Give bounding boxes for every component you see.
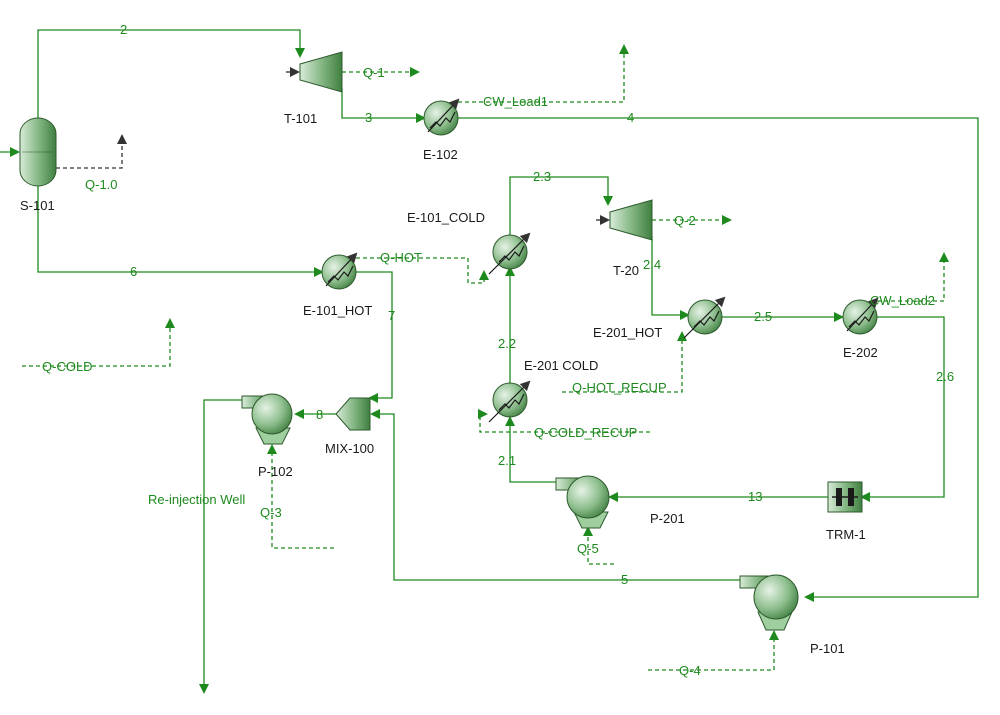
label-stream-22: 2.2 xyxy=(498,336,516,351)
label-e102: E-102 xyxy=(423,147,458,162)
stream-4-line[interactable] xyxy=(458,117,979,602)
turbine-t101[interactable] xyxy=(286,51,343,93)
label-energy-q3: Q-3 xyxy=(260,505,282,520)
label-mix100: MIX-100 xyxy=(325,441,374,456)
label-energy-cwload1: CW_Load1 xyxy=(483,94,548,109)
stream-5-line[interactable] xyxy=(370,409,740,581)
label-stream-23: 2.3 xyxy=(533,169,551,184)
label-p201: P-201 xyxy=(650,511,685,526)
stream-3-line[interactable] xyxy=(341,88,426,123)
stream-7-line[interactable] xyxy=(356,271,393,403)
label-stream-25: 2.5 xyxy=(754,309,772,324)
pump-p201[interactable] xyxy=(555,475,610,529)
energy-qcold-line[interactable] xyxy=(22,318,175,367)
energy-q3-line[interactable] xyxy=(267,444,334,549)
energy-cwload2-line[interactable] xyxy=(877,252,949,302)
pump-p101[interactable] xyxy=(739,574,799,631)
stream-2-line[interactable] xyxy=(37,29,305,118)
label-stream-4: 4 xyxy=(627,110,634,125)
label-energy-cwload2: CW_Load2 xyxy=(870,293,935,308)
heater-e202[interactable] xyxy=(842,297,879,335)
label-e201-cold: E-201 COLD xyxy=(524,358,598,373)
pump-p102[interactable] xyxy=(241,393,293,445)
label-stream-21: 2.1 xyxy=(498,453,516,468)
label-reinjection-well: Re-injection Well xyxy=(148,492,245,507)
stream-26-line[interactable] xyxy=(860,316,945,502)
separator-s101[interactable] xyxy=(19,117,57,187)
label-e101-cold: E-101_COLD xyxy=(407,210,485,225)
energy-qhot-line[interactable] xyxy=(356,257,489,284)
label-energy-qcoldrecup: Q-COLD_RECUP xyxy=(534,425,637,440)
label-e202: E-202 xyxy=(843,345,878,360)
label-trm1: TRM-1 xyxy=(826,527,866,542)
label-s101: S-101 xyxy=(20,198,55,213)
label-energy-q2: Q-2 xyxy=(674,213,696,228)
heater-e201-cold[interactable] xyxy=(488,380,531,423)
energy-q5-line[interactable] xyxy=(583,526,614,565)
stream-reinjection-line[interactable] xyxy=(199,399,244,694)
label-energy-qhot: Q-HOT xyxy=(380,250,422,265)
heater-e102[interactable] xyxy=(423,98,460,136)
label-stream-24: 2.4 xyxy=(643,257,661,272)
label-stream-26: 2.6 xyxy=(936,369,954,384)
label-e101-hot: E-101_HOT xyxy=(303,303,372,318)
energy-q10-line[interactable] xyxy=(56,134,127,169)
heater-e101-cold[interactable] xyxy=(488,232,531,275)
energy-qcoldrecup-line[interactable] xyxy=(478,409,650,433)
label-t20: T-20 xyxy=(613,263,639,278)
stream-6-line[interactable] xyxy=(37,186,324,277)
label-stream-2: 2 xyxy=(120,22,127,37)
label-stream-3: 3 xyxy=(365,110,372,125)
energy-qhotrecup-line[interactable] xyxy=(562,331,687,393)
label-energy-q5: Q-5 xyxy=(577,541,599,556)
energy-q4-line[interactable] xyxy=(648,630,779,671)
label-stream-8: 8 xyxy=(316,407,323,422)
mixer-mix100[interactable] xyxy=(335,397,371,431)
label-stream-13: 13 xyxy=(748,489,762,504)
label-stream-6: 6 xyxy=(130,264,137,279)
label-stream-7: 7 xyxy=(388,308,395,323)
valve-trm1[interactable] xyxy=(827,481,863,513)
label-energy-q4: Q-4 xyxy=(679,663,701,678)
label-energy-q10: Q-1.0 xyxy=(85,177,118,192)
label-t101: T-101 xyxy=(284,111,317,126)
stream-24-line[interactable] xyxy=(651,236,690,320)
label-p101: P-101 xyxy=(810,641,845,656)
label-e201-hot: E-201_HOT xyxy=(593,325,662,340)
stream-21-line[interactable] xyxy=(505,416,568,483)
turbine-t20[interactable] xyxy=(596,199,653,241)
label-stream-5: 5 xyxy=(621,572,628,587)
stream-23-line[interactable] xyxy=(509,176,613,236)
energy-cwload1-line[interactable] xyxy=(458,44,629,103)
label-energy-q1: Q-1 xyxy=(363,65,385,80)
heater-e201-hot[interactable] xyxy=(683,296,726,339)
label-energy-qcold: Q-COLD xyxy=(42,359,93,374)
heater-e101-hot[interactable] xyxy=(321,252,358,290)
label-p102: P-102 xyxy=(258,464,293,479)
label-energy-qhotrecup: Q-HOT_RECUP xyxy=(572,380,667,395)
